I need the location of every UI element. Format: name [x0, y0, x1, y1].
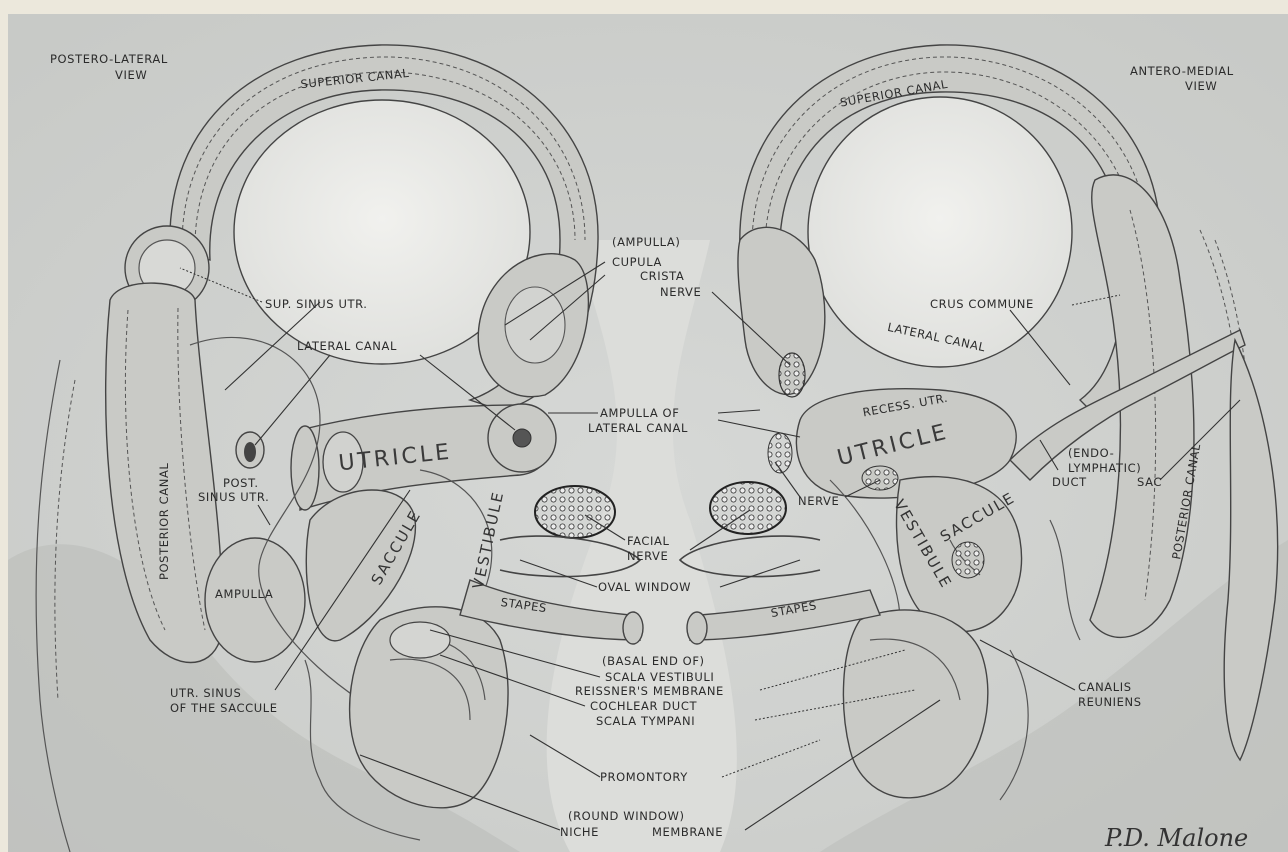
- sac-label: SAC: [1137, 475, 1162, 489]
- utr-sinus-line1: UTR. SINUS: [170, 686, 241, 700]
- niche-label: NICHE: [560, 825, 599, 839]
- lateral-canal-2-label: LATERAL CANAL: [588, 421, 688, 435]
- post-sinus-utr-line1: POST.: [223, 476, 259, 490]
- endolymphatic-line1: (ENDO-: [1068, 446, 1114, 460]
- ampulla-left: AMPULLA: [215, 587, 273, 601]
- nerve-label: NERVE: [660, 285, 701, 299]
- right-canal-lumen: [808, 97, 1072, 367]
- view-right-line2: VIEW: [1185, 79, 1217, 93]
- cochlear-duct-label: COCHLEAR DUCT: [590, 699, 697, 713]
- membrane-label: MEMBRANE: [652, 825, 723, 839]
- reissners-membrane-label: REISSNER'S MEMBRANE: [575, 684, 724, 698]
- facial-nerve-line1: FACIAL: [627, 534, 670, 548]
- left-facial-nerve: [535, 486, 615, 538]
- view-left-line1: POSTERO-LATERAL: [50, 52, 168, 66]
- duct-label: DUCT: [1052, 475, 1087, 489]
- ampulla-of-label: AMPULLA OF: [600, 406, 679, 420]
- ampulla-header: (AMPULLA): [612, 235, 680, 249]
- posterior-canal-left: POSTERIOR CANAL: [157, 463, 171, 580]
- round-window-label: (ROUND WINDOW): [568, 809, 685, 823]
- scala-tympani-label: SCALA TYMPANI: [596, 714, 695, 728]
- nerve-2-label: NERVE: [798, 494, 839, 508]
- post-sinus-utr-line2: SINUS UTR.: [198, 490, 269, 504]
- facial-nerve-line2: NERVE: [627, 549, 668, 563]
- view-right-line1: ANTERO-MEDIAL: [1130, 64, 1234, 78]
- crus-commune-label: CRUS COMMUNE: [930, 297, 1034, 311]
- basal-end-label: (BASAL END OF): [602, 654, 705, 668]
- canalis-reuniens-line1: CANALIS: [1078, 680, 1132, 694]
- scala-vestibuli-label: SCALA VESTIBULI: [605, 670, 714, 684]
- right-facial-nerve: [710, 482, 786, 534]
- canalis-reuniens-line2: REUNIENS: [1078, 695, 1142, 709]
- endolymphatic-line2: LYMPHATIC): [1068, 461, 1141, 475]
- utr-sinus-line2: OF THE SACCULE: [170, 701, 278, 715]
- artist-signature: P.D. Malone: [1104, 824, 1248, 852]
- crista-label: CRISTA: [640, 269, 684, 283]
- cupula-label: CUPULA: [612, 255, 662, 269]
- view-left-line2: VIEW: [115, 68, 147, 82]
- lateral-canal-label: LATERAL CANAL: [297, 339, 397, 353]
- oval-window-label: OVAL WINDOW: [598, 580, 691, 594]
- sup-sinus-utr-label: SUP. SINUS UTR.: [265, 297, 368, 311]
- promontory-label: PROMONTORY: [600, 770, 688, 784]
